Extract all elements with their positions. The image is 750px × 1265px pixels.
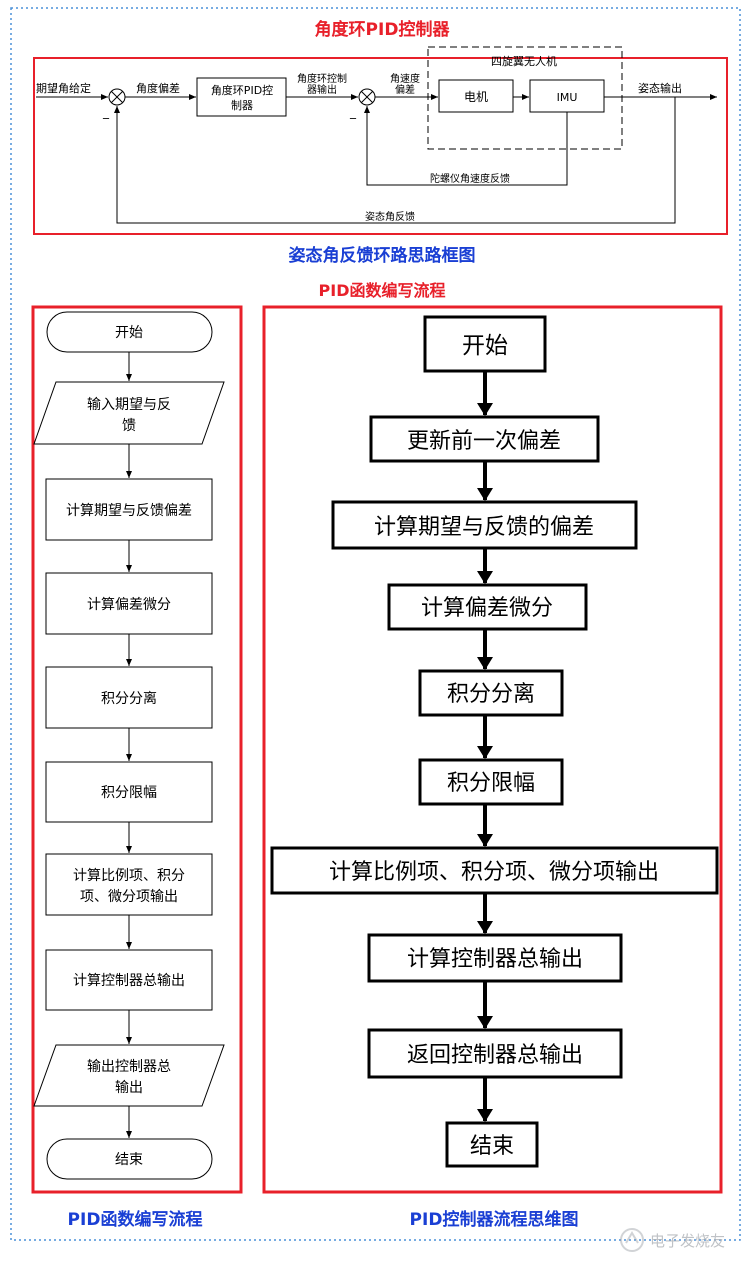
left-bottom-title: PID函数编写流程 bbox=[68, 1209, 203, 1230]
minus-sign-2: _ bbox=[349, 105, 357, 119]
right-flow-step7: 计算控制器总输出 bbox=[367, 933, 623, 983]
gyro-feedback-line bbox=[364, 106, 568, 186]
imu-label: IMU bbox=[557, 91, 578, 104]
watermark-logo-icon bbox=[620, 1228, 644, 1252]
angle-pid-controller-line1: 角度环PID控 bbox=[211, 83, 273, 97]
svg-text:计算偏差微分: 计算偏差微分 bbox=[87, 597, 171, 613]
drone-group-dashed bbox=[427, 46, 623, 150]
outer-dotted-border bbox=[10, 7, 741, 1241]
drone-group-label: 四旋翼无人机 bbox=[491, 54, 557, 68]
summing-junction-1 bbox=[108, 88, 126, 106]
svg-text:计算比例项、积分项、微分项输出: 计算比例项、积分项、微分项输出 bbox=[329, 860, 659, 885]
left-flow-step5: 计算比例项、积分 项、微分项输出 bbox=[45, 853, 213, 916]
svg-text:计算控制器总输出: 计算控制器总输出 bbox=[407, 947, 583, 972]
svg-text:积分分离: 积分分离 bbox=[447, 682, 535, 707]
right-flow-frame bbox=[262, 305, 723, 1194]
left-flow-step4: 积分限幅 bbox=[45, 761, 213, 823]
svg-text:计算偏差微分: 计算偏差微分 bbox=[421, 596, 553, 621]
svg-text:开始: 开始 bbox=[115, 325, 143, 341]
imu-box bbox=[529, 79, 605, 113]
right-flow-step2: 计算期望与反馈的偏差 bbox=[331, 500, 638, 550]
svg-text:开始: 开始 bbox=[462, 333, 508, 359]
svg-text:返回控制器总输出: 返回控制器总输出 bbox=[407, 1043, 583, 1068]
svg-text:馈: 馈 bbox=[122, 418, 136, 434]
left-flow-frame bbox=[31, 305, 243, 1194]
right-flow-step8: 返回控制器总输出 bbox=[367, 1028, 623, 1079]
block-diagram-title: 姿态角反馈环路思路框图 bbox=[289, 245, 476, 266]
controller-output-line1: 角度环控制 bbox=[297, 72, 347, 85]
svg-text:积分限幅: 积分限幅 bbox=[101, 785, 157, 801]
angle-pid-controller-line2: 制器 bbox=[231, 99, 253, 112]
svg-text:计算控制器总输出: 计算控制器总输出 bbox=[73, 973, 185, 989]
left-flow-step3: 积分分离 bbox=[45, 666, 213, 729]
svg-text:计算期望与反馈偏差: 计算期望与反馈偏差 bbox=[66, 503, 192, 519]
svg-text:计算期望与反馈的偏差: 计算期望与反馈的偏差 bbox=[374, 515, 594, 540]
svg-text:输入期望与反: 输入期望与反 bbox=[87, 397, 171, 413]
left-flow-step2: 计算偏差微分 bbox=[45, 572, 213, 635]
right-flow-step1: 更新前一次偏差 bbox=[369, 415, 600, 463]
left-flow-step6: 计算控制器总输出 bbox=[45, 949, 213, 1011]
gyro-feedback-label: 陀螺仪角速度反馈 bbox=[430, 172, 510, 185]
right-flow-step5: 积分限幅 bbox=[418, 758, 564, 806]
svg-text:积分限幅: 积分限幅 bbox=[447, 771, 535, 796]
top-title: 角度环PID控制器 bbox=[315, 19, 451, 40]
angle-feedback-label: 姿态角反馈 bbox=[365, 210, 415, 223]
summing-junction-2 bbox=[358, 88, 376, 106]
svg-text:项、微分项输出: 项、微分项输出 bbox=[80, 889, 178, 905]
right-bottom-title: PID控制器流程思维图 bbox=[410, 1209, 579, 1230]
controller-output-line2: 器输出 bbox=[307, 83, 337, 96]
angle-error-label: 角度偏差 bbox=[136, 81, 180, 95]
left-flow-end: 结束 bbox=[46, 1138, 213, 1180]
attitude-output-label: 姿态输出 bbox=[638, 81, 682, 95]
rate-error-line1: 角速度 bbox=[390, 72, 420, 85]
block-diagram-frame bbox=[33, 57, 728, 235]
svg-text:输出控制器总: 输出控制器总 bbox=[87, 1059, 171, 1075]
motor-label: 电机 bbox=[464, 90, 488, 104]
left-flow-step1: 计算期望与反馈偏差 bbox=[45, 478, 213, 541]
right-flow-end: 结束 bbox=[445, 1121, 539, 1168]
motor-box bbox=[438, 79, 514, 113]
svg-text:结束: 结束 bbox=[115, 1152, 143, 1168]
input-label: 期望角给定 bbox=[36, 81, 91, 95]
svg-text:更新前一次偏差: 更新前一次偏差 bbox=[407, 429, 561, 454]
left-flow-output: 输出控制器总 输出 bbox=[33, 1044, 225, 1107]
right-flow-start: 开始 bbox=[423, 315, 547, 373]
svg-text:输出: 输出 bbox=[115, 1080, 143, 1096]
right-flow-step4: 积分分离 bbox=[418, 669, 564, 717]
left-flow-start: 开始 bbox=[46, 311, 213, 353]
svg-text:结束: 结束 bbox=[470, 1134, 514, 1159]
rate-error-line2: 偏差 bbox=[395, 83, 415, 96]
svg-text:积分分离: 积分分离 bbox=[101, 690, 157, 707]
right-flow-step6: 计算比例项、积分项、微分项输出 bbox=[270, 846, 719, 895]
watermark-text: 电子发烧友 bbox=[650, 1232, 725, 1250]
right-flow-step3: 计算偏差微分 bbox=[387, 583, 588, 631]
left-flow-input: 输入期望与反 馈 bbox=[33, 381, 225, 445]
angle-feedback-line bbox=[114, 97, 676, 224]
minus-sign-1: _ bbox=[102, 105, 110, 119]
middle-title: PID函数编写流程 bbox=[319, 281, 446, 300]
svg-text:计算比例项、积分: 计算比例项、积分 bbox=[73, 868, 185, 884]
